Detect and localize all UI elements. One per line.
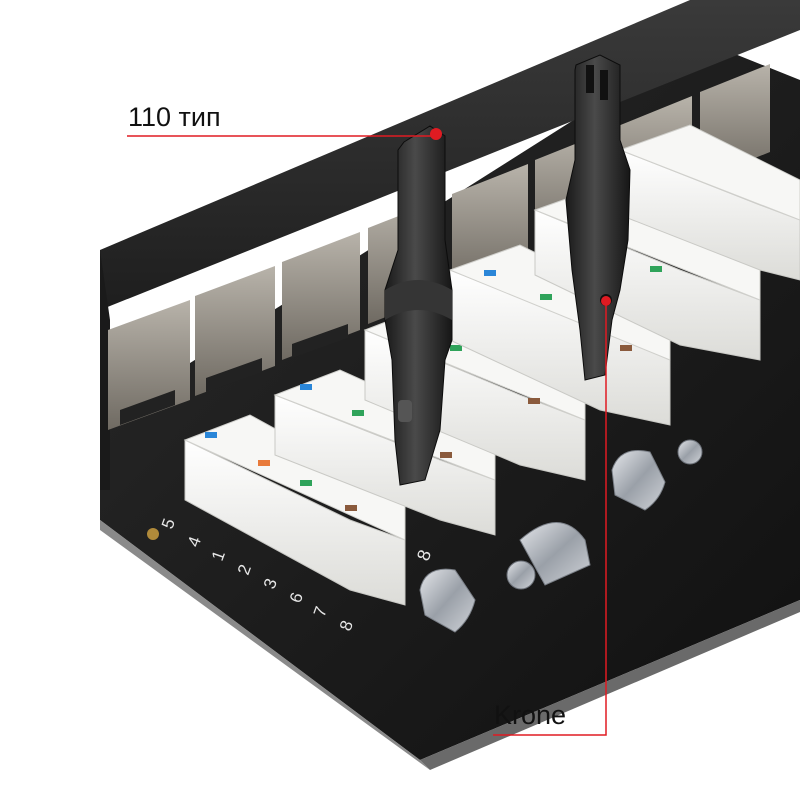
idc-block-front [183,414,406,606]
idc-block-mid [273,369,496,536]
callout-lines [127,135,607,736]
callout-dot-krone [601,296,611,306]
callout-line-krone [493,301,607,736]
cable-clamp-1 [419,522,591,633]
mounting-hole [147,528,159,540]
callout-dot-110 [430,128,442,140]
callout-label-110-type: 110 тип [128,102,221,132]
callout-label-krone: Krone [494,700,567,730]
punch-tool-110 [384,125,453,486]
cable-clamp-2 [611,439,703,511]
